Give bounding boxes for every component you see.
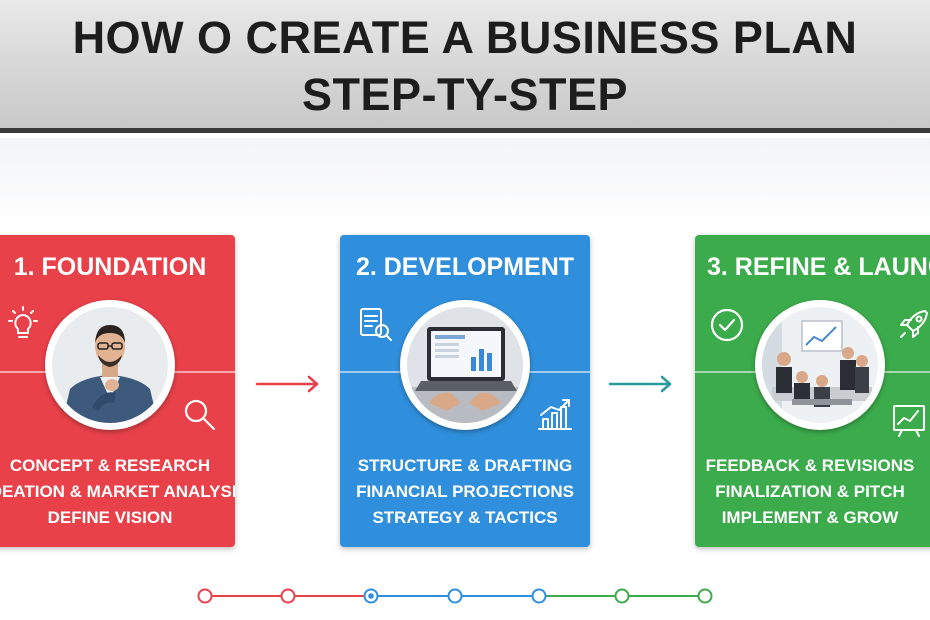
step-description: FEEDBACK & REVISIONS FINALIZATION & PITC… xyxy=(695,453,925,531)
description-line: DEFINE VISION xyxy=(47,508,173,527)
timeline-dot-center xyxy=(368,593,374,599)
step-title: 1. FOUNDATION xyxy=(13,253,207,281)
arrow-right-icon xyxy=(255,375,319,393)
background-stripe xyxy=(0,138,930,228)
step-title: 3. REFINE & LAUNCH xyxy=(707,253,930,281)
timeline-dot xyxy=(614,588,630,604)
description-line: FEEDBACK & REVISIONS xyxy=(705,456,915,475)
step-card-development: 2. DEVELOPMENT xyxy=(340,235,590,547)
rocket-icon xyxy=(900,310,928,338)
description-line: STRUCTURE & DRAFTING xyxy=(357,456,573,475)
checkmark-icon xyxy=(710,308,744,342)
description-line: IDEATION & MARKET ANALYSIS xyxy=(0,482,235,501)
lightbulb-icon xyxy=(8,306,38,338)
document-search-icon xyxy=(360,308,392,341)
timeline-dot xyxy=(531,588,547,604)
step-card-foundation: 1. FOUNDATION xyxy=(0,235,235,547)
page-title-line-2: STEP-TY-STEP xyxy=(301,69,629,120)
header-banner: HOW O CREATE A BUSINESS PLAN STEP-TY-STE… xyxy=(0,0,930,133)
description-line: FINALIZATION & PITCH xyxy=(715,482,905,501)
timeline-dot xyxy=(280,588,296,604)
description-line: CONCEPT & RESEARCH xyxy=(9,456,211,475)
timeline-dot xyxy=(697,588,713,604)
description-line: FINANCIAL PROJECTIONS xyxy=(356,482,574,501)
description-line: STRATEGY & TACTICS xyxy=(372,508,558,527)
growth-chart-icon xyxy=(538,399,572,430)
timeline-dot xyxy=(197,588,213,604)
team-meeting-photo xyxy=(755,300,885,430)
step-description: STRUCTURE & DRAFTING FINANCIAL PROJECTIO… xyxy=(340,453,590,531)
step-title: 2. DEVELOPMENT xyxy=(355,253,575,281)
page-title-line-1: HOW O CREATE A BUSINESS PLAN xyxy=(72,12,858,63)
description-line: IMPLEMENT & GROW xyxy=(721,508,899,527)
laptop-photo xyxy=(400,300,530,430)
step-card-refine-launch: 3. REFINE & LAUNCH xyxy=(695,235,930,547)
magnifier-icon xyxy=(184,399,216,431)
chart-board-icon xyxy=(893,405,925,437)
progress-timeline xyxy=(197,588,713,604)
arrow-right-icon xyxy=(608,375,672,393)
timeline-dot xyxy=(447,588,463,604)
step-description: CONCEPT & RESEARCH IDEATION & MARKET ANA… xyxy=(0,453,235,531)
businessman-photo xyxy=(45,300,175,430)
